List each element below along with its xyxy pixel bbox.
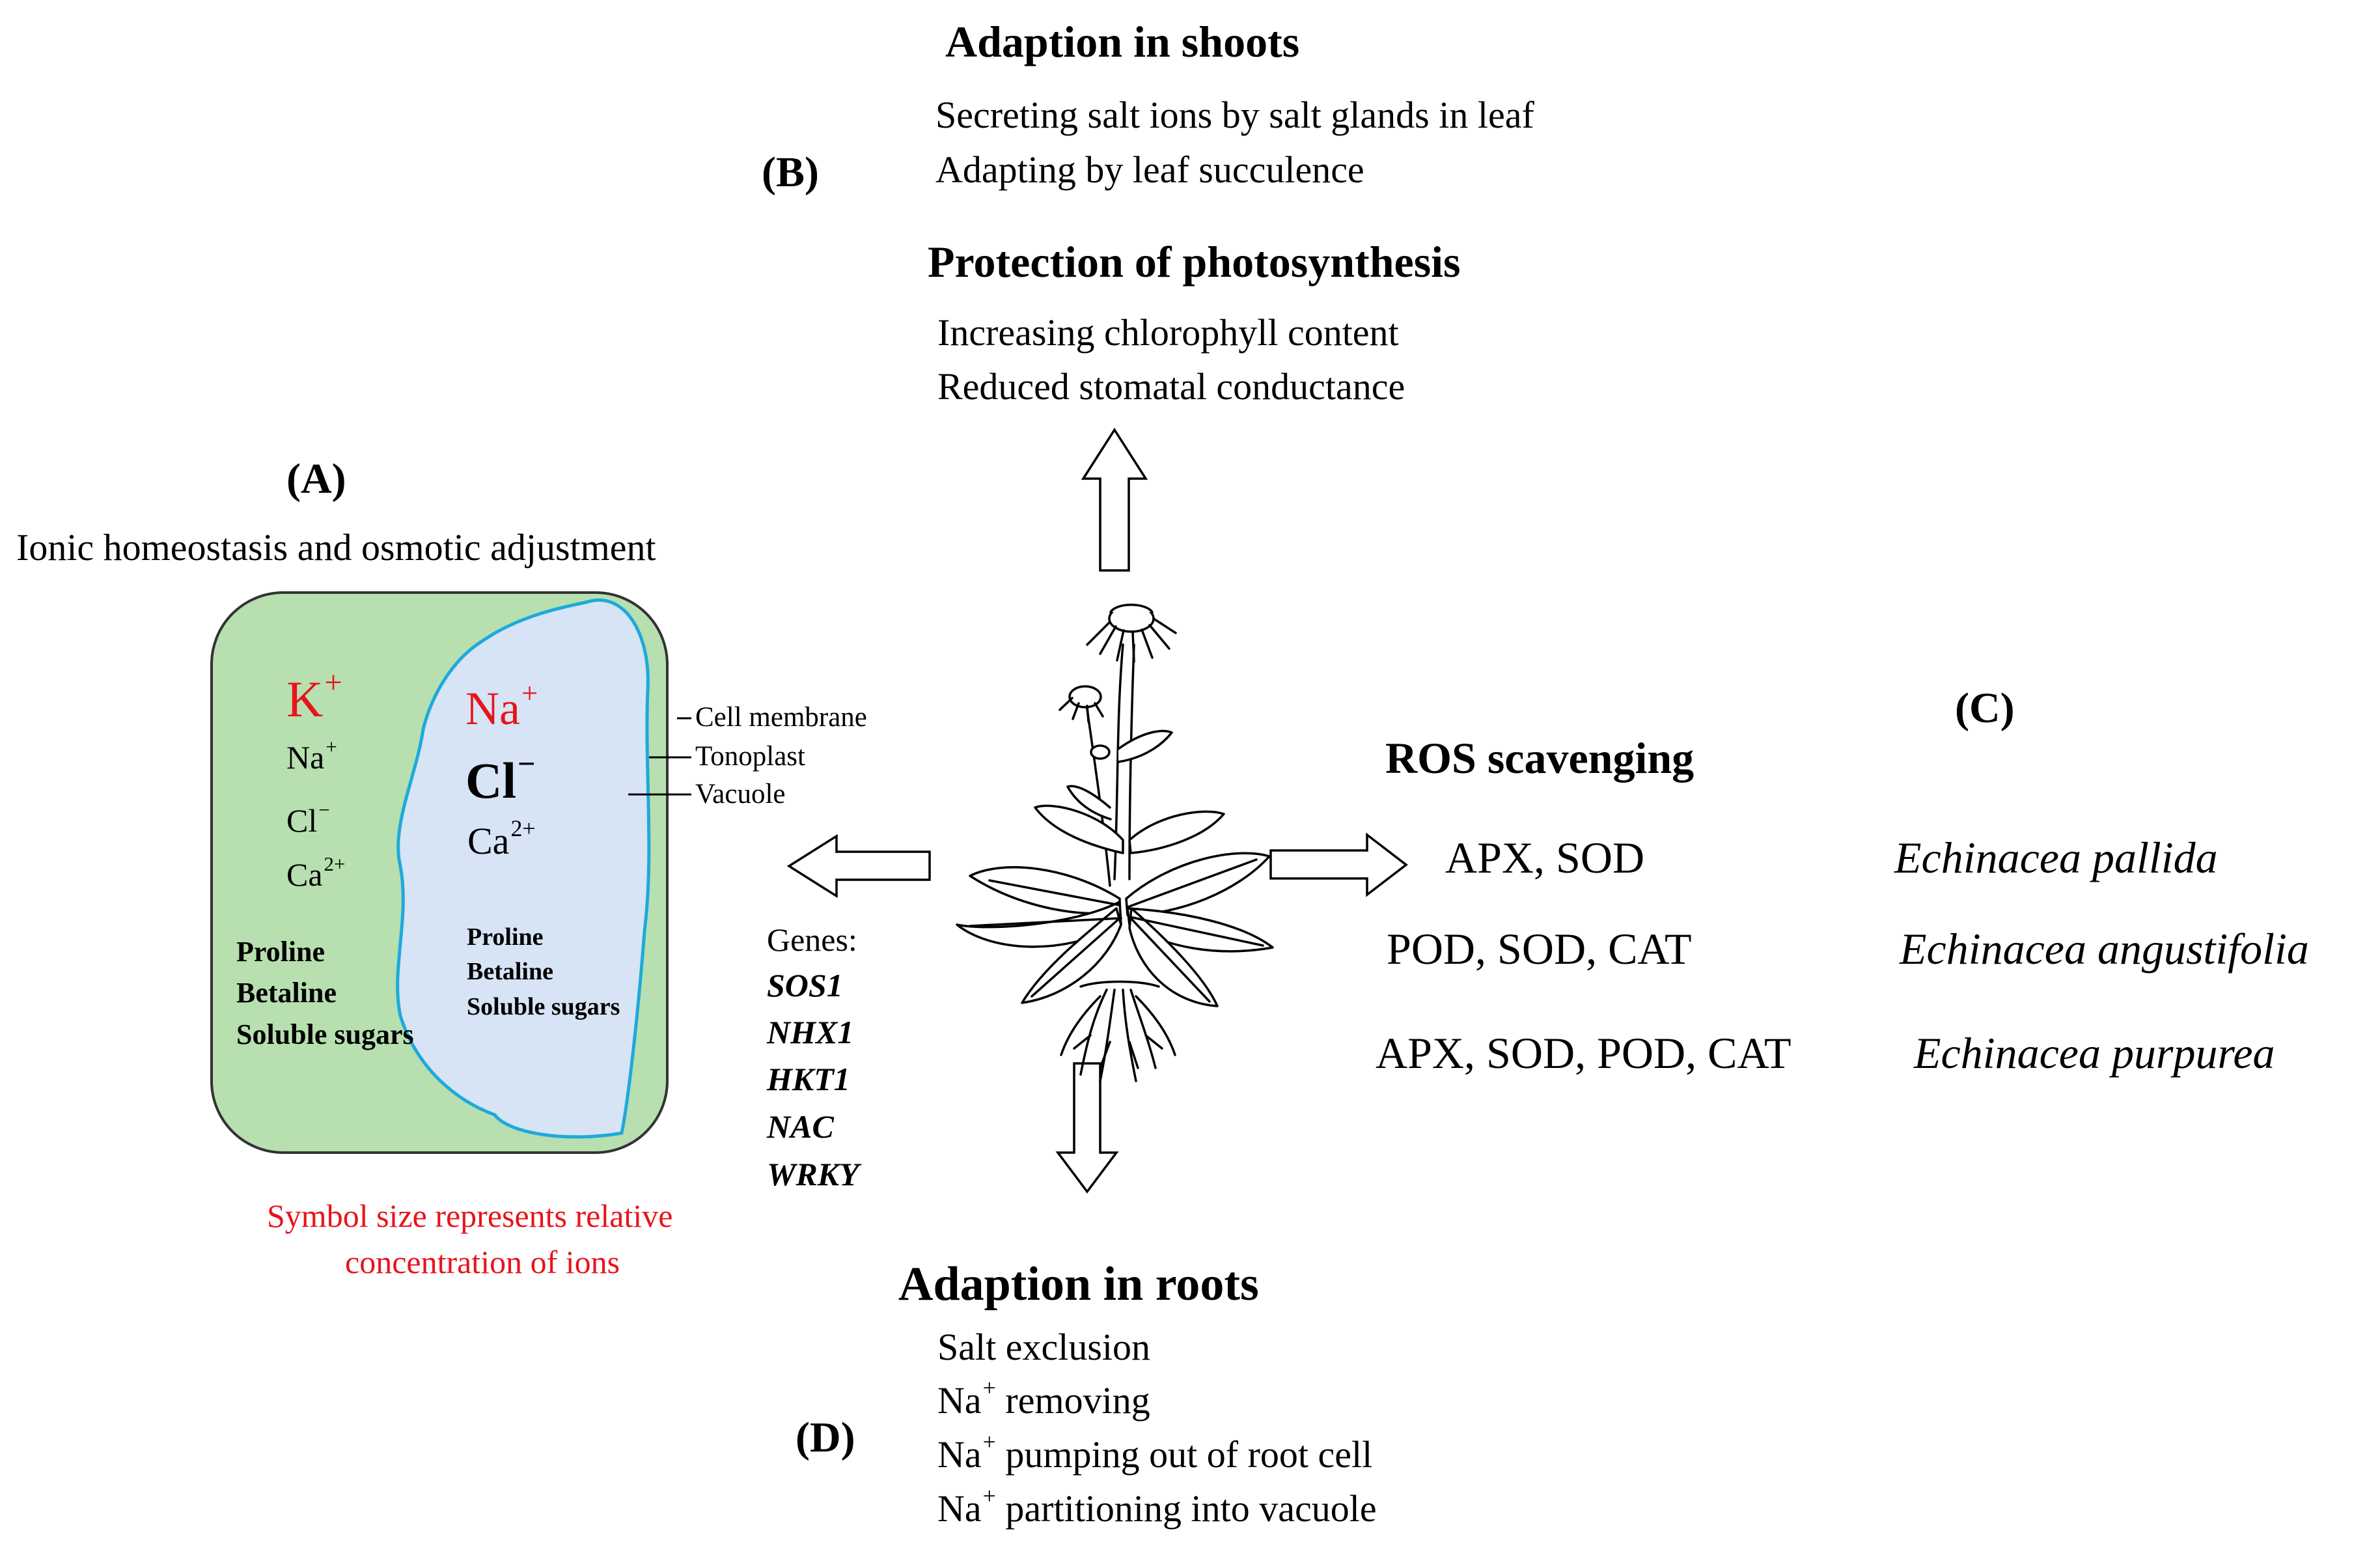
arrow-up bbox=[1081, 427, 1148, 572]
panel-label-b: (B) bbox=[762, 148, 819, 196]
roots-item-3: Na+ pumping out of root cell bbox=[937, 1429, 1373, 1476]
gene-nac: NAC bbox=[767, 1108, 834, 1145]
ros-species-2: Echinacea angustifolia bbox=[1900, 924, 2309, 974]
ion-na-vacuole: Na+ bbox=[465, 676, 538, 735]
outer-osmolyte-2: Betaline bbox=[236, 977, 337, 1009]
roots-item-1: Salt exclusion bbox=[937, 1326, 1151, 1368]
cell-label-leaders bbox=[628, 717, 691, 796]
vacuole-osmolyte-3: Soluble sugars bbox=[467, 993, 620, 1020]
shoots-item-1: Secreting salt ions by salt glands in le… bbox=[935, 94, 1534, 136]
photosynthesis-item-2: Reduced stomatal conductance bbox=[937, 365, 1405, 408]
vacuole-osmolyte-1: Proline bbox=[467, 923, 544, 951]
roots-title: Adaption in roots bbox=[898, 1257, 1259, 1311]
concentration-note-line-2: concentration of ions bbox=[345, 1244, 620, 1280]
vacuole-tonoplast bbox=[396, 598, 651, 1139]
outer-osmolyte-1: Proline bbox=[236, 936, 325, 968]
gene-sos1: SOS1 bbox=[767, 967, 843, 1003]
shoots-title: Adaption in shoots bbox=[945, 17, 1300, 66]
ros-title: ROS scavenging bbox=[1385, 733, 1695, 783]
roots-item-2: Na+ removing bbox=[937, 1375, 1150, 1422]
gene-hkt1: HKT1 bbox=[767, 1061, 850, 1097]
genes-label: Genes: bbox=[767, 921, 857, 958]
ion-cl-vacuole: Cl− bbox=[465, 746, 536, 809]
ros-enzymes-2: POD, SOD, CAT bbox=[1387, 924, 1692, 974]
label-vacuole: Vacuole bbox=[695, 779, 786, 809]
panel-label-a: (A) bbox=[286, 455, 346, 503]
ion-ca-outer: Ca2+ bbox=[286, 852, 346, 893]
gene-wrky: WRKY bbox=[767, 1156, 859, 1192]
shoots-item-2: Adapting by leaf succulence bbox=[935, 148, 1364, 191]
roots-item-4: Na+ partitioning into vacuole bbox=[937, 1483, 1377, 1530]
outer-osmolyte-3: Soluble sugars bbox=[236, 1018, 414, 1050]
ion-ca-vacuole: Ca2+ bbox=[467, 815, 536, 862]
label-tonoplast: Tonoplast bbox=[695, 741, 805, 772]
echinacea-plant-icon bbox=[956, 604, 1274, 1082]
panel-label-c: (C) bbox=[1955, 684, 2015, 732]
ros-enzymes-1: APX, SOD bbox=[1445, 833, 1645, 882]
ros-species-1: Echinacea pallida bbox=[1894, 833, 2218, 882]
panel-label-d: (D) bbox=[796, 1414, 855, 1461]
concentration-note-line-1: Symbol size represents relative bbox=[267, 1198, 673, 1234]
arrow-down bbox=[1055, 1062, 1119, 1194]
photosynthesis-item-1: Increasing chlorophyll content bbox=[937, 311, 1399, 354]
vacuole-osmolyte-2: Betaline bbox=[467, 958, 553, 985]
photosynthesis-title: Protection of photosynthesis bbox=[928, 237, 1461, 287]
gene-nhx1: NHX1 bbox=[767, 1014, 854, 1050]
ion-na-outer: Na+ bbox=[286, 735, 337, 776]
arrow-right bbox=[1269, 832, 1408, 897]
ros-species-3: Echinacea purpurea bbox=[1914, 1028, 2275, 1078]
ros-enzymes-3: APX, SOD, POD, CAT bbox=[1376, 1028, 1792, 1078]
arrow-left bbox=[786, 834, 931, 899]
ion-cl-outer: Cl− bbox=[286, 798, 330, 839]
ionic-title: Ionic homeostasis and osmotic adjustment bbox=[16, 526, 656, 568]
label-cell-membrane: Cell membrane bbox=[695, 702, 867, 733]
ion-k: K+ bbox=[286, 665, 342, 727]
